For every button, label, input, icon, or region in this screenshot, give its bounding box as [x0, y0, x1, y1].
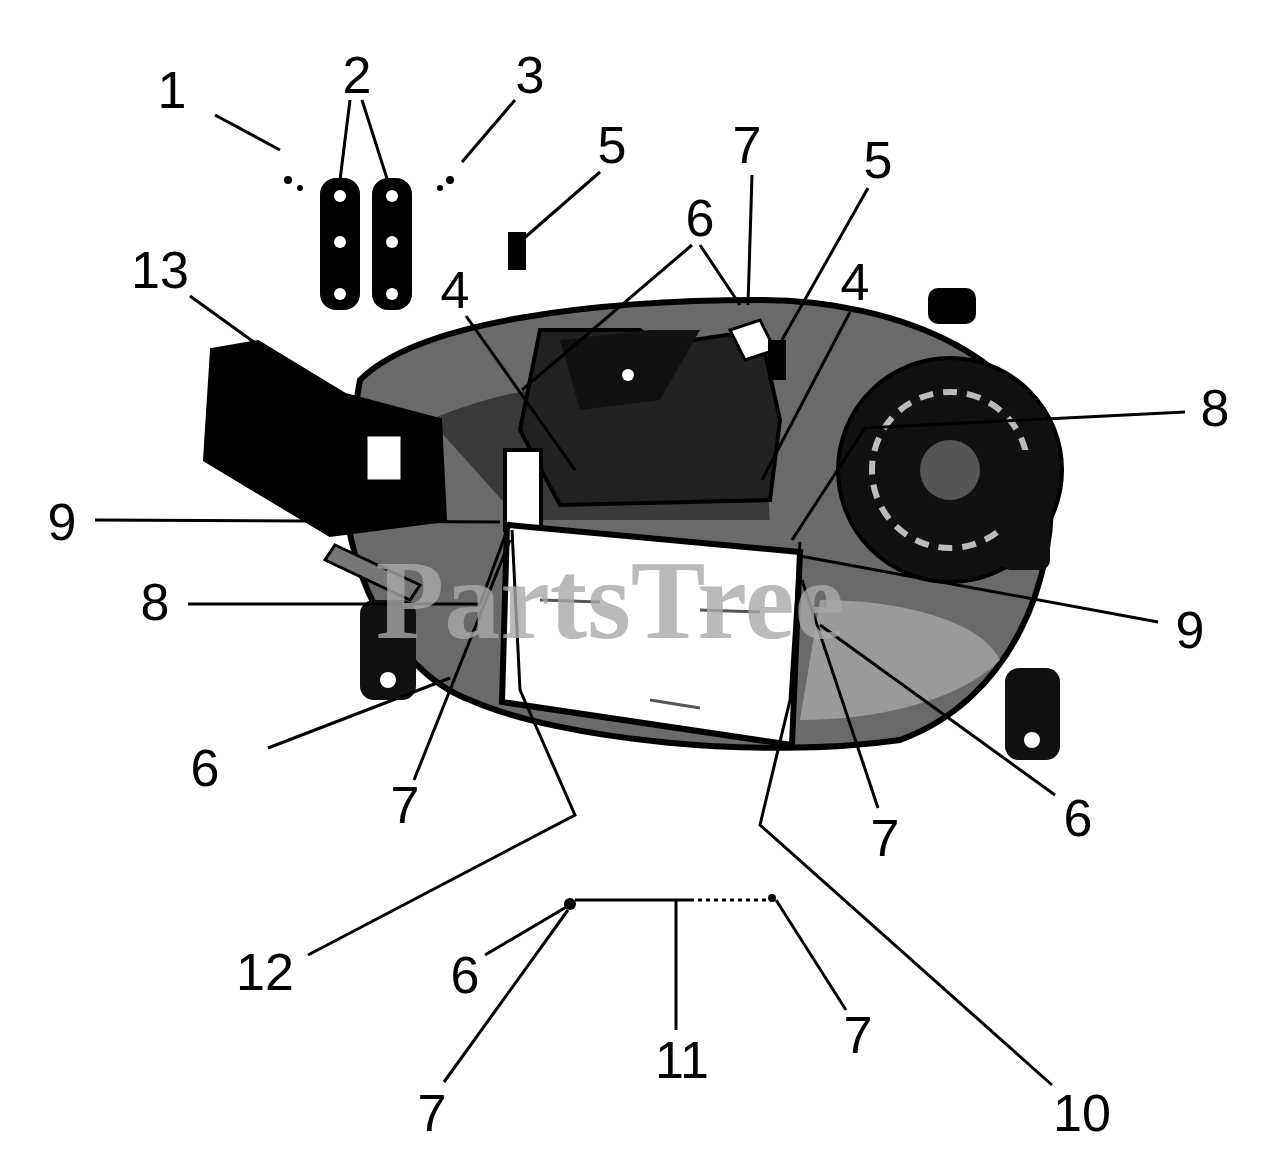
- wheel-hub: [1024, 732, 1040, 748]
- rod: [575, 899, 690, 902]
- callout-number: 11: [655, 1034, 709, 1086]
- leader-line: [466, 316, 575, 470]
- callout-number: 9: [48, 496, 77, 548]
- rod: [690, 899, 770, 902]
- leader-line: [444, 910, 568, 1082]
- handle-mount: [768, 340, 786, 380]
- callout-number: 5: [598, 119, 627, 171]
- callout-number: 7: [391, 779, 420, 831]
- bracket-hole: [334, 236, 346, 248]
- leader-line: [762, 312, 850, 480]
- bracket-hole: [386, 288, 398, 300]
- callout-number: 4: [441, 264, 470, 316]
- leader-line: [215, 115, 280, 150]
- leader-line: [748, 175, 752, 305]
- wheel-hub: [920, 440, 980, 500]
- handle-bracket: [320, 178, 360, 310]
- callout-number: 7: [844, 1009, 873, 1061]
- callout-number: 9: [1176, 604, 1205, 656]
- callout-number: 10: [1053, 1087, 1111, 1139]
- pin: [564, 898, 576, 910]
- leader-line: [792, 412, 1185, 540]
- grass-bag: [205, 342, 445, 535]
- bracket-hole: [334, 190, 346, 202]
- callout-number: 8: [1201, 382, 1230, 434]
- leader-line: [485, 906, 568, 955]
- leader-line: [340, 100, 390, 188]
- front-wheel: [1005, 668, 1060, 760]
- bracket-hole: [386, 236, 398, 248]
- leader-line: [522, 172, 600, 240]
- callout-number: 6: [686, 192, 715, 244]
- leader-line: [776, 900, 846, 1010]
- callout-number: 7: [871, 812, 900, 864]
- leader-line: [268, 678, 450, 748]
- wheel-hub: [380, 672, 396, 688]
- leader-line: [820, 625, 1055, 795]
- bolt: [437, 185, 443, 191]
- leader-line: [800, 556, 1158, 622]
- engine-top: [560, 330, 700, 410]
- wheel-bracket: [928, 288, 976, 324]
- callout-number: 6: [451, 949, 480, 1001]
- leader-line: [462, 100, 515, 162]
- handle-bracket: [372, 178, 412, 310]
- leader-line: [675, 900, 678, 1030]
- nut: [297, 185, 303, 191]
- nut: [284, 176, 292, 184]
- leader-line: [190, 296, 258, 345]
- wheel-bracket: [1000, 450, 1050, 570]
- callout-number: 5: [864, 134, 893, 186]
- leader-line: [95, 520, 500, 522]
- callout-number: 6: [191, 742, 220, 794]
- callout-number: 1: [158, 64, 187, 116]
- watermark: PartsTree: [376, 544, 845, 656]
- callout-number: 4: [841, 256, 870, 308]
- pin: [768, 894, 776, 902]
- wheel: [838, 358, 1062, 582]
- leader-lines: [95, 100, 1185, 1085]
- callout-number: 7: [733, 119, 762, 171]
- engine-cover: [520, 330, 780, 505]
- callout-number: 13: [131, 244, 189, 296]
- bolt: [622, 369, 634, 381]
- callout-number: 12: [236, 946, 294, 998]
- callout-number: 6: [1064, 792, 1093, 844]
- hinge-plate: [505, 450, 541, 530]
- bracket-hole: [334, 288, 346, 300]
- bag-latch: [366, 435, 402, 481]
- callout-number: 8: [141, 576, 170, 628]
- callout-number: 2: [343, 49, 372, 101]
- callout-number: 3: [516, 49, 545, 101]
- bracket-hole: [386, 190, 398, 202]
- callout-number: 7: [418, 1087, 447, 1139]
- bolt: [446, 176, 454, 184]
- leader-line: [522, 245, 740, 390]
